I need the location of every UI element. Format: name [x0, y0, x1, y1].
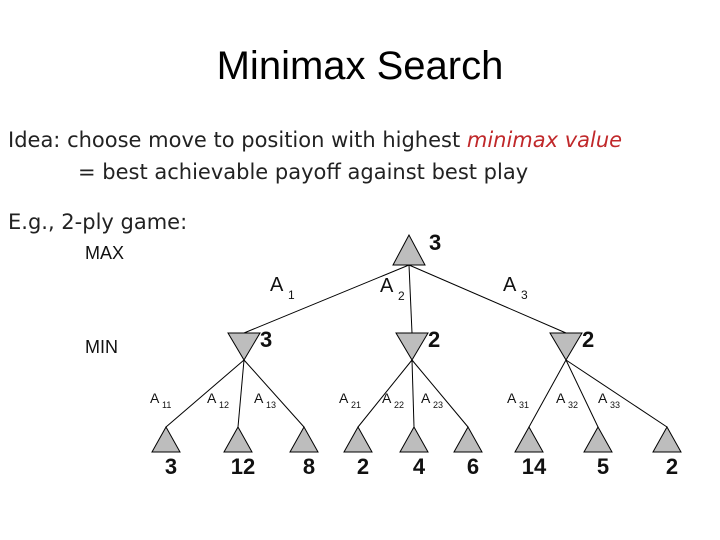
edge-min-to-leaf-4 [357, 359, 413, 428]
leaf-value-6: 6 [467, 454, 479, 479]
leaf-value-1: 3 [165, 454, 177, 479]
edge-root-to-min-2 [408, 264, 413, 334]
leaf-value-5: 4 [413, 454, 426, 479]
min-level-label: MIN [85, 337, 118, 357]
idea-highlight: minimax value [466, 128, 623, 152]
idea-line-2: = best achievable payoff against best pl… [78, 160, 529, 184]
leaf-action-label-4: A [339, 390, 349, 406]
idea-line: Idea: choose move to position with highe… [8, 128, 622, 152]
edge-min-to-leaf-9 [565, 359, 668, 428]
edge-root-to-min-3 [408, 264, 567, 334]
leaf-action-label-8: A [556, 390, 566, 406]
leaf-node-4 [343, 425, 373, 453]
min-node-value-2: 2 [428, 327, 440, 352]
edge-min-to-leaf-7 [528, 359, 567, 428]
example-label: E.g., 2-ply game: [8, 210, 188, 234]
edge-min-to-leaf-1 [165, 359, 245, 428]
action-subscript-3: 3 [521, 288, 528, 302]
leaf-value-4: 2 [357, 454, 369, 479]
action-subscript-1: 1 [288, 288, 295, 302]
action-label-2: A [380, 275, 394, 297]
leaf-node-7 [514, 425, 544, 453]
leaf-value-9: 2 [666, 454, 678, 479]
slide-title: Minimax Search [216, 44, 504, 88]
leaf-action-subscript-8: 32 [568, 400, 578, 410]
leaf-action-label-2: A [207, 390, 217, 406]
leaf-value-3: 8 [303, 454, 315, 479]
min-node-2 [395, 332, 429, 361]
leaf-node-1 [151, 425, 181, 453]
max-node [392, 233, 426, 266]
leaf-value-7: 14 [522, 454, 547, 479]
leaf-action-subscript-1: 11 [162, 400, 171, 410]
action-label-1: A [270, 274, 284, 296]
leaf-node-9 [652, 425, 682, 453]
edge-min-to-leaf-6 [411, 359, 469, 428]
edge-min-to-leaf-2 [237, 359, 245, 428]
action-label-3: A [503, 274, 517, 296]
leaf-node-6 [453, 425, 483, 453]
leaf-action-subscript-7: 31 [519, 400, 529, 410]
leaf-action-label-3: A [254, 390, 264, 406]
action-subscript-2: 2 [398, 289, 405, 303]
leaf-node-2 [223, 425, 253, 453]
min-node-value-1: 3 [260, 327, 272, 352]
idea-prefix: Idea: choose move to position with highe… [8, 128, 467, 152]
min-node-1 [227, 332, 261, 361]
leaf-node-3 [289, 425, 319, 453]
leaf-action-label-9: A [598, 390, 608, 406]
leaf-action-subscript-3: 13 [266, 400, 276, 410]
edge-min-to-leaf-3 [243, 359, 305, 428]
leaf-action-label-5: A [382, 390, 392, 406]
root-value: 3 [429, 230, 441, 255]
edge-min-to-leaf-5 [411, 359, 415, 428]
leaf-action-label-7: A [507, 390, 517, 406]
leaf-action-subscript-5: 22 [394, 400, 404, 410]
leaf-action-subscript-6: 23 [433, 400, 443, 410]
leaf-value-2: 12 [231, 454, 255, 479]
leaf-action-label-6: A [421, 390, 431, 406]
min-node-value-3: 2 [582, 327, 594, 352]
leaf-action-subscript-9: 33 [610, 400, 620, 410]
leaf-action-subscript-4: 21 [351, 400, 361, 410]
leaf-value-8: 5 [597, 454, 609, 479]
max-level-label: MAX [85, 243, 124, 263]
edge-root-to-min-1 [243, 264, 410, 334]
leaf-action-subscript-2: 12 [219, 400, 229, 410]
leaf-action-label-1: A [150, 390, 160, 406]
edge-min-to-leaf-8 [565, 359, 599, 428]
leaf-node-8 [583, 425, 613, 453]
leaf-node-5 [399, 425, 429, 453]
min-node-3 [549, 332, 583, 361]
